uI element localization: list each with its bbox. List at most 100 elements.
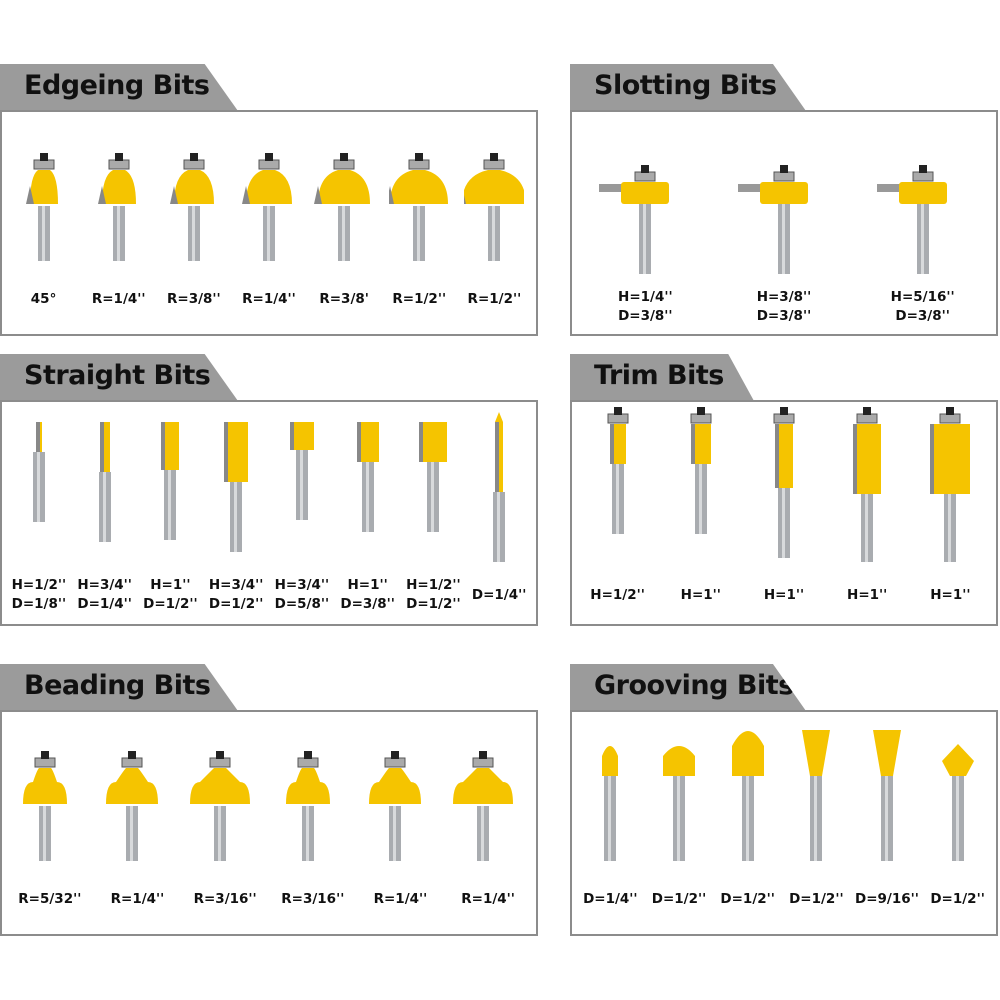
bit-spec-labels: H=1'' [681,576,721,614]
router-bit-item: D=9/16'' [855,716,919,918]
bit-spec-labels: H=1'' [930,576,970,614]
bit-spec-labels: R=3/8'' [167,280,221,318]
router-bit-image [97,153,136,261]
router-bit-item: R=1/4'' [453,746,523,918]
router-bit-image [464,153,525,261]
section-tab: Grooving Bits [570,664,806,711]
router-bit-item: D=1/2'' [649,716,709,918]
bit-spec-labels: H=1'' [764,576,804,614]
router-bit-item: D=1/2'' [786,716,846,918]
bit-spec-labels: H=1/4''D=3/8'' [618,288,673,326]
section-title: Edgeing Bits [24,70,210,101]
bit-spec-labels: H=3/8'' D=3/8'' [757,288,812,326]
bit-spec-labels: H=1/2'' [590,576,645,614]
section-box [0,710,538,936]
bit-spec-label: D=9/16'' [855,890,919,907]
router-bit-image [356,422,379,532]
router-bit-item: R=1/2'' [389,146,449,318]
section-tab: Beading Bits [0,664,238,711]
router-bit-item: R=1/4'' [102,746,172,918]
bit-spec-labels: R=3/8' [319,280,369,318]
router-bit-item: H=1/2''D=1/8'' [9,402,69,614]
router-bit-image [106,751,159,861]
bit-spec-label: D=1/2'' [651,890,707,907]
section-box [0,400,538,626]
router-bit-image [731,731,764,861]
bit-spec-label: H=1'' [347,577,388,593]
bit-spec-label: H=1'' [150,577,191,593]
router-bit-image [224,422,249,552]
bit-row: 45°R=1/4''R=3/8''R=1/4''R=3/8'R=1/2''R=1… [6,146,532,318]
bit-spec-labels: D=1/2'' [720,880,775,918]
router-bit-item: H=3/4'' D=1/4'' [75,402,135,614]
bit-spec-labels: H=3/4'' D=1/2'' [209,576,264,614]
bit-spec-label: D=3/8'' [756,308,812,324]
router-bit-item: R=1/4'' [239,146,299,318]
router-bit-item: H=1''D=3/8'' [338,402,398,614]
router-bit-image [663,746,695,861]
router-bit-item: D=1/4'' [469,402,529,614]
bit-spec-label: H=3/8'' [756,289,812,305]
router-bit-image [876,165,947,274]
bit-spec-labels: R=1/2'' [392,280,446,318]
router-bit-item: D=1/2'' [718,716,778,918]
router-bit-image [802,730,831,861]
router-bit-image [22,751,67,861]
router-bit-item: R=3/8'' [164,146,224,318]
bit-spec-labels: H=3/4'' D=1/4'' [77,576,132,614]
router-bit-image [289,422,314,520]
router-bit-item: H=1/2'' [588,402,648,614]
router-bit-image [285,751,330,861]
router-bit-image [941,744,974,861]
router-bit-image [599,165,670,274]
router-bit-item: H=1''D=1/2'' [140,402,200,614]
router-bit-item: H=3/8'' D=3/8'' [734,154,834,326]
bit-spec-label: H=3/4'' [77,577,132,593]
router-bit-item: H=1'' [837,402,897,614]
bit-spec-label: D=1/4'' [583,890,638,907]
router-bit-image [453,751,514,861]
router-bit-image [930,407,971,562]
section-tab: Slotting Bits [570,64,806,111]
router-bit-item: D=1/2'' [928,716,988,918]
bit-spec-label: H=1'' [847,586,888,603]
bit-spec-labels: R=1/4'' [92,280,146,318]
bit-spec-label: H=1'' [763,586,805,603]
bit-spec-label: D=5/8'' [274,596,330,612]
router-bit-image [853,407,882,562]
bit-spec-labels: R=1/4'' [111,880,165,918]
bit-spec-label: R=3/8'' [166,290,221,307]
router-bit-item: R=5/32'' [15,746,85,918]
router-bit-item: R=3/16'' [278,746,348,918]
bit-spec-labels: D=1/4'' [583,880,638,918]
router-bit-image [872,730,901,861]
router-bit-item: H=1/4''D=3/8'' [595,154,695,326]
bit-spec-label: H=5/16'' [890,289,955,305]
bit-spec-label: D=1/2'' [406,596,461,612]
router-bit-item: R=3/16'' [190,746,260,918]
bit-spec-labels: H=1/2''D=1/2'' [406,576,461,614]
bit-row: H=1/4''D=3/8''H=3/8''D=3/8''H=5/16''D=3/… [576,154,992,326]
section-title: Beading Bits [24,670,211,701]
bit-spec-labels: D=1/2'' [789,880,844,918]
bit-spec-label: D=3/8'' [618,308,673,324]
bit-spec-label: D=1/2'' [208,596,264,612]
bit-spec-labels: D=1/2'' [930,880,985,918]
bit-row: R=5/32''R=1/4''R=3/16''R=3/16''R=1/4''R=… [6,746,532,918]
router-bit-item: H=1'' [920,402,980,614]
bit-spec-labels: H=5/16''D=3/8'' [891,288,955,326]
bit-spec-label: H=3/4'' [208,577,264,593]
router-bit-image [169,153,214,261]
bit-spec-label: D=1/4'' [77,596,132,612]
bit-spec-label: D=1/8'' [11,596,67,612]
bit-spec-labels: H=1''D=3/8'' [340,576,395,614]
bit-spec-label: R=1/4'' [110,890,165,907]
router-bit-image [773,407,795,558]
router-bit-image [98,422,111,542]
router-bit-image [493,412,506,562]
bit-spec-label: H=1'' [930,586,971,603]
section-tab: Straight Bits [0,354,238,401]
bit-spec-label: R=3/8' [319,290,369,307]
router-bit-item: D=1/4'' [580,716,640,918]
router-bit-item: 45° [14,146,74,318]
